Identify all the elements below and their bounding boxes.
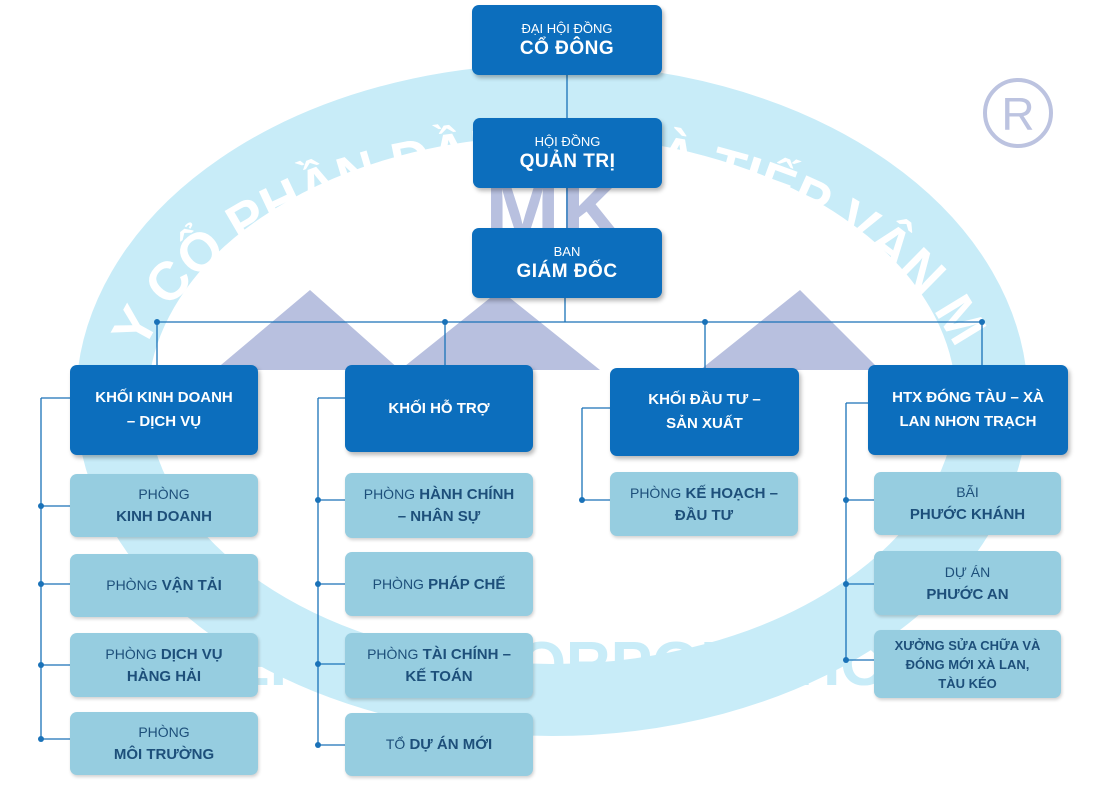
registered-mark-circle	[983, 78, 1053, 148]
dept-name: PHƯỚC KHÁNH	[909, 506, 1026, 523]
dept-finance-accounting: PHÒNG TÀI CHÍNH – KẾ TOÁN	[345, 633, 533, 698]
unit-label-line2: ĐÓNG MỚI XÀ LAN,	[905, 656, 1030, 672]
block-label-line1: KHỐI ĐẦU TƯ –	[648, 391, 761, 408]
dept-business: PHÒNG KINH DOANH	[70, 474, 258, 537]
dept-prefix: PHÒNG	[629, 484, 682, 501]
board-of-directors-box: HỘI ĐỒNG QUẢN TRỊ	[473, 118, 662, 188]
dept-legal: PHÒNG PHÁP CHẾ	[345, 552, 533, 616]
dept-prefix: PHÒNG	[138, 486, 190, 502]
dept-name: TÀI CHÍNH –	[422, 646, 511, 663]
dept-name: VẬN TẢI	[161, 577, 222, 594]
dept-prefix: TỔ	[385, 736, 406, 752]
unit-label-line3: TÀU KÉO	[938, 675, 997, 691]
block-label-line1: KHỐI HỖ TRỢ	[388, 399, 490, 417]
dept-prefix: BÃI	[956, 484, 979, 500]
dept-prefix: PHÒNG	[138, 724, 190, 740]
block-label-line2: – DỊCH VỤ	[126, 413, 202, 430]
dept-new-projects: TỔ DỰ ÁN MỚI	[345, 713, 533, 776]
unit-label-line1: XƯỞNG SỬA CHỮA VÀ	[894, 637, 1041, 653]
dept-planning-investment: PHÒNG KẾ HOẠCH – ĐẦU TƯ	[610, 472, 798, 536]
management-label-large: GIÁM ĐỐC	[516, 261, 618, 282]
dept-prefix: DỰ ÁN	[944, 563, 991, 580]
dept-transport: PHÒNG VẬN TẢI	[70, 554, 258, 617]
dept-name: DỊCH VỤ	[160, 645, 223, 663]
general-meeting-box: ĐẠI HỘI ĐỒNG CỔ ĐÔNG	[472, 5, 662, 75]
dept-prefix: PHÒNG	[105, 645, 157, 662]
management-box: BAN GIÁM ĐỐC	[472, 228, 662, 298]
dept-name: KẾ HOẠCH –	[685, 484, 779, 502]
dept-name: PHÁP CHẾ	[428, 575, 506, 593]
dept-prefix: PHÒNG	[367, 646, 419, 662]
unit-phuoc-khanh-yard: BÃI PHƯỚC KHÁNH	[874, 472, 1061, 535]
block-investment-production: KHỐI ĐẦU TƯ – SẢN XUẤT	[610, 368, 799, 456]
dept-name: KINH DOANH	[116, 508, 212, 525]
dept-prefix: PHÒNG	[363, 486, 416, 502]
board-label-large: QUẢN TRỊ	[519, 151, 616, 172]
dept-name-line2: – NHÂN SỰ	[397, 508, 481, 525]
block-label-line1: HTX ĐÓNG TÀU – XÀ	[892, 389, 1044, 406]
watermark-bottom-text: MEKONG CORPORATION	[177, 630, 934, 699]
block-support: KHỐI HỖ TRỢ	[345, 365, 533, 452]
unit-phuoc-an-project: DỰ ÁN PHƯỚC AN	[874, 551, 1061, 615]
board-label-small: HỘI ĐỒNG	[534, 134, 601, 149]
dept-name: HÀNH CHÍNH	[419, 486, 515, 503]
block-business-services: KHỐI KINH DOANH – DỊCH VỤ	[70, 365, 258, 455]
dept-admin-hr: PHÒNG HÀNH CHÍNH – NHÂN SỰ	[345, 473, 533, 538]
dept-environment: PHÒNG MÔI TRƯỜNG	[70, 712, 258, 775]
block-label-line2: SẢN XUẤT	[666, 415, 743, 432]
dept-name: MÔI TRƯỜNG	[113, 746, 215, 763]
dept-name-line2: ĐẦU TƯ	[674, 506, 734, 524]
dept-name-line2: HÀNG HẢI	[126, 667, 202, 685]
general-meeting-label-small: ĐẠI HỘI ĐỒNG	[521, 21, 613, 36]
dept-prefix: PHÒNG	[106, 577, 158, 593]
block-htx-shipbuilding: HTX ĐÓNG TÀU – XÀ LAN NHƠN TRẠCH	[868, 365, 1068, 455]
block-label-line2: LAN NHƠN TRẠCH	[899, 413, 1037, 430]
management-label-small: BAN	[553, 244, 581, 259]
watermark-logo-mountains	[215, 290, 880, 370]
dept-name: PHƯỚC AN	[926, 585, 1009, 603]
registered-mark-letter: R	[1001, 88, 1034, 140]
dept-maritime-services: PHÒNG DỊCH VỤ HÀNG HẢI	[70, 633, 258, 697]
dept-prefix: PHÒNG	[372, 575, 424, 592]
general-meeting-label-large: CỔ ĐÔNG	[519, 38, 615, 59]
block-label-line1: KHỐI KINH DOANH	[95, 389, 233, 406]
dept-name-line2: KẾ TOÁN	[405, 668, 473, 685]
dept-name: DỰ ÁN MỚI	[409, 736, 493, 753]
unit-repair-shipbuilding-workshop: XƯỞNG SỬA CHỮA VÀ ĐÓNG MỚI XÀ LAN, TÀU K…	[874, 630, 1061, 698]
